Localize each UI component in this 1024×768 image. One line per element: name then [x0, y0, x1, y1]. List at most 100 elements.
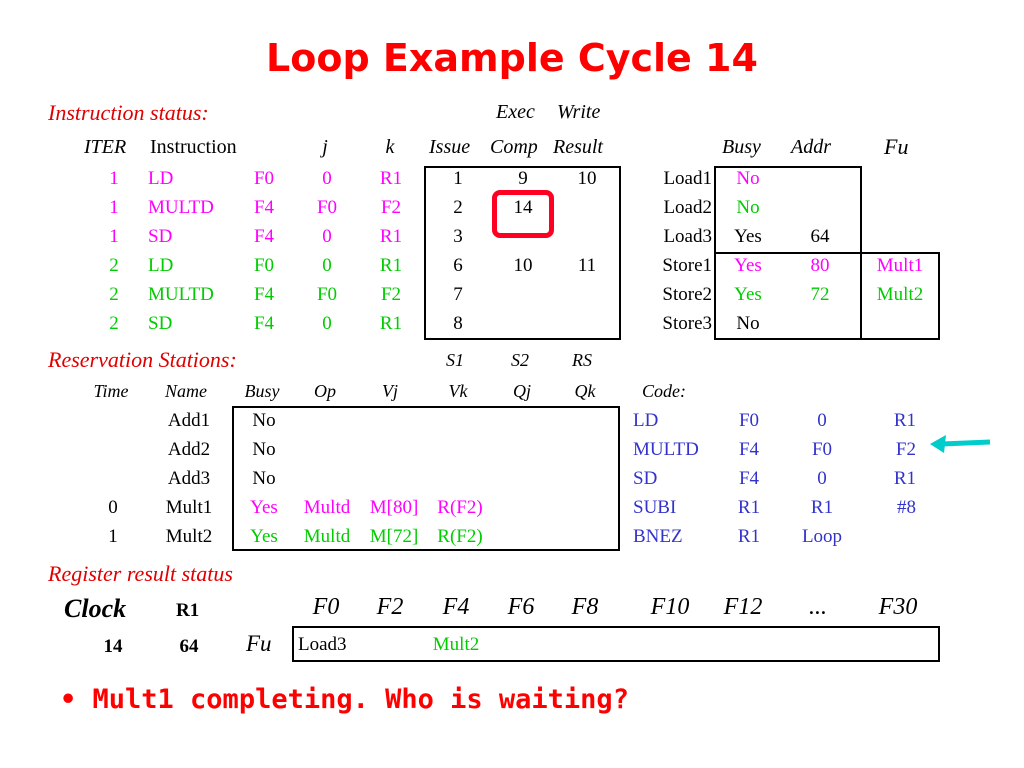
buffer-busy: No: [736, 313, 760, 334]
code-arg3: F2: [895, 439, 916, 460]
header-j: j: [322, 136, 328, 158]
code-arg1: R1: [737, 497, 761, 518]
header-code: Code:: [642, 381, 686, 401]
register-status-label: Register result status: [48, 561, 233, 586]
instr-j: 0: [322, 168, 332, 189]
instr-comp: 9: [518, 168, 528, 189]
register-header: ...: [809, 594, 827, 620]
instr-k: F2: [380, 197, 402, 218]
code-op: SUBI: [633, 497, 677, 518]
header-time: Time: [93, 381, 129, 401]
rs-op: Multd: [303, 497, 351, 518]
header-write: Write: [557, 101, 601, 123]
instr-issue: 3: [453, 226, 463, 247]
arrow-left-icon: [930, 435, 991, 453]
instr-issue: 7: [453, 284, 463, 305]
register-header: F0: [312, 594, 340, 620]
rs-name: Add3: [167, 468, 211, 489]
instr-op: SD: [148, 226, 173, 247]
rs-busy: Yes: [250, 497, 278, 518]
header-iter: ITER: [84, 136, 127, 158]
instr-j: 0: [322, 226, 332, 247]
code-arg2: 0: [817, 410, 827, 431]
instr-dest: F4: [253, 197, 275, 218]
clock-value: 14: [103, 636, 123, 657]
reservation-stations-label: Reservation Stations:: [48, 347, 237, 372]
header-name: Name: [165, 381, 207, 401]
instr-op: MULTD: [148, 197, 214, 218]
code-op: SD: [633, 468, 658, 489]
instr-k: F2: [380, 284, 402, 305]
instr-op: MULTD: [148, 284, 214, 305]
reservation-box: [232, 406, 620, 551]
header-op: Op: [314, 381, 336, 401]
buffer-busy: No: [736, 168, 760, 189]
instr-j: 0: [322, 255, 332, 276]
header-qk: Qk: [574, 381, 596, 401]
rs-name: Mult1: [165, 497, 213, 518]
register-header: F10: [650, 594, 690, 620]
instr-comp: 10: [513, 255, 533, 276]
instr-iter: 1: [109, 197, 119, 218]
header-rs: RS: [572, 350, 592, 370]
r1-value: 64: [179, 636, 199, 657]
header-qj: Qj: [513, 381, 531, 401]
instr-comp: 14: [513, 197, 533, 218]
buffer-busy: No: [736, 197, 760, 218]
register-fu: Load3: [298, 634, 347, 655]
register-header: F30: [878, 594, 918, 620]
rs-vk: R(F2): [437, 497, 483, 518]
slide-title: Loop Example Cycle 14: [266, 36, 758, 80]
rs-busy: No: [252, 410, 276, 431]
code-arg3: R1: [893, 468, 916, 489]
rs-busy: No: [252, 468, 276, 489]
buffer-busy: Yes: [734, 255, 762, 276]
instr-result: 10: [577, 168, 597, 189]
register-header: F12: [723, 594, 763, 620]
bullet-text: Mult1 completing. Who is waiting?: [92, 684, 629, 715]
header-rs-busy: Busy: [244, 381, 280, 401]
header-busy: Busy: [722, 136, 761, 158]
r1-label: R1: [176, 600, 200, 621]
rs-vj: M[72]: [369, 526, 419, 547]
buffer-addr: 72: [810, 284, 830, 305]
highlight-comp-14: [492, 190, 554, 238]
rs-name: Add1: [167, 410, 211, 431]
instr-iter: 1: [109, 226, 119, 247]
instr-dest: F4: [253, 284, 275, 305]
instr-j: F0: [316, 197, 338, 218]
header-instruction: Instruction: [150, 136, 237, 158]
instr-k: R1: [379, 313, 403, 334]
instr-dest: F4: [253, 313, 275, 334]
buffer-busy: Yes: [734, 226, 762, 247]
instr-result: 11: [577, 255, 597, 276]
rs-vj: M[80]: [369, 497, 419, 518]
instr-j: F0: [316, 284, 338, 305]
header-vj: Vj: [382, 381, 398, 401]
buffer-busy: Yes: [734, 284, 762, 305]
instr-dest: F4: [253, 226, 275, 247]
instr-j: 0: [322, 313, 332, 334]
buffer-name: Load2: [663, 197, 712, 218]
code-arg1: F0: [738, 410, 760, 431]
header-vk: Vk: [448, 381, 468, 401]
clock-label: Clock: [64, 594, 127, 623]
header-s2: S2: [511, 350, 529, 370]
buffer-name: Store3: [662, 313, 712, 334]
rs-busy: Yes: [250, 526, 278, 547]
header-fu: Fu: [884, 134, 909, 159]
instr-k: R1: [379, 255, 403, 276]
instr-op: LD: [148, 255, 174, 276]
header-s1: S1: [446, 350, 464, 370]
instr-dest: F0: [253, 168, 275, 189]
instr-op: SD: [148, 313, 173, 334]
buffer-addr: 80: [810, 255, 830, 276]
buffer-name: Store1: [662, 255, 712, 276]
header-comp: Comp: [490, 136, 538, 158]
rs-time: 0: [108, 497, 118, 518]
rs-name: Add2: [167, 439, 211, 460]
code-arg1: R1: [737, 526, 761, 547]
instruction-status-label: Instruction status:: [48, 100, 209, 125]
code-arg1: F4: [738, 439, 760, 460]
register-header: F6: [507, 594, 535, 620]
